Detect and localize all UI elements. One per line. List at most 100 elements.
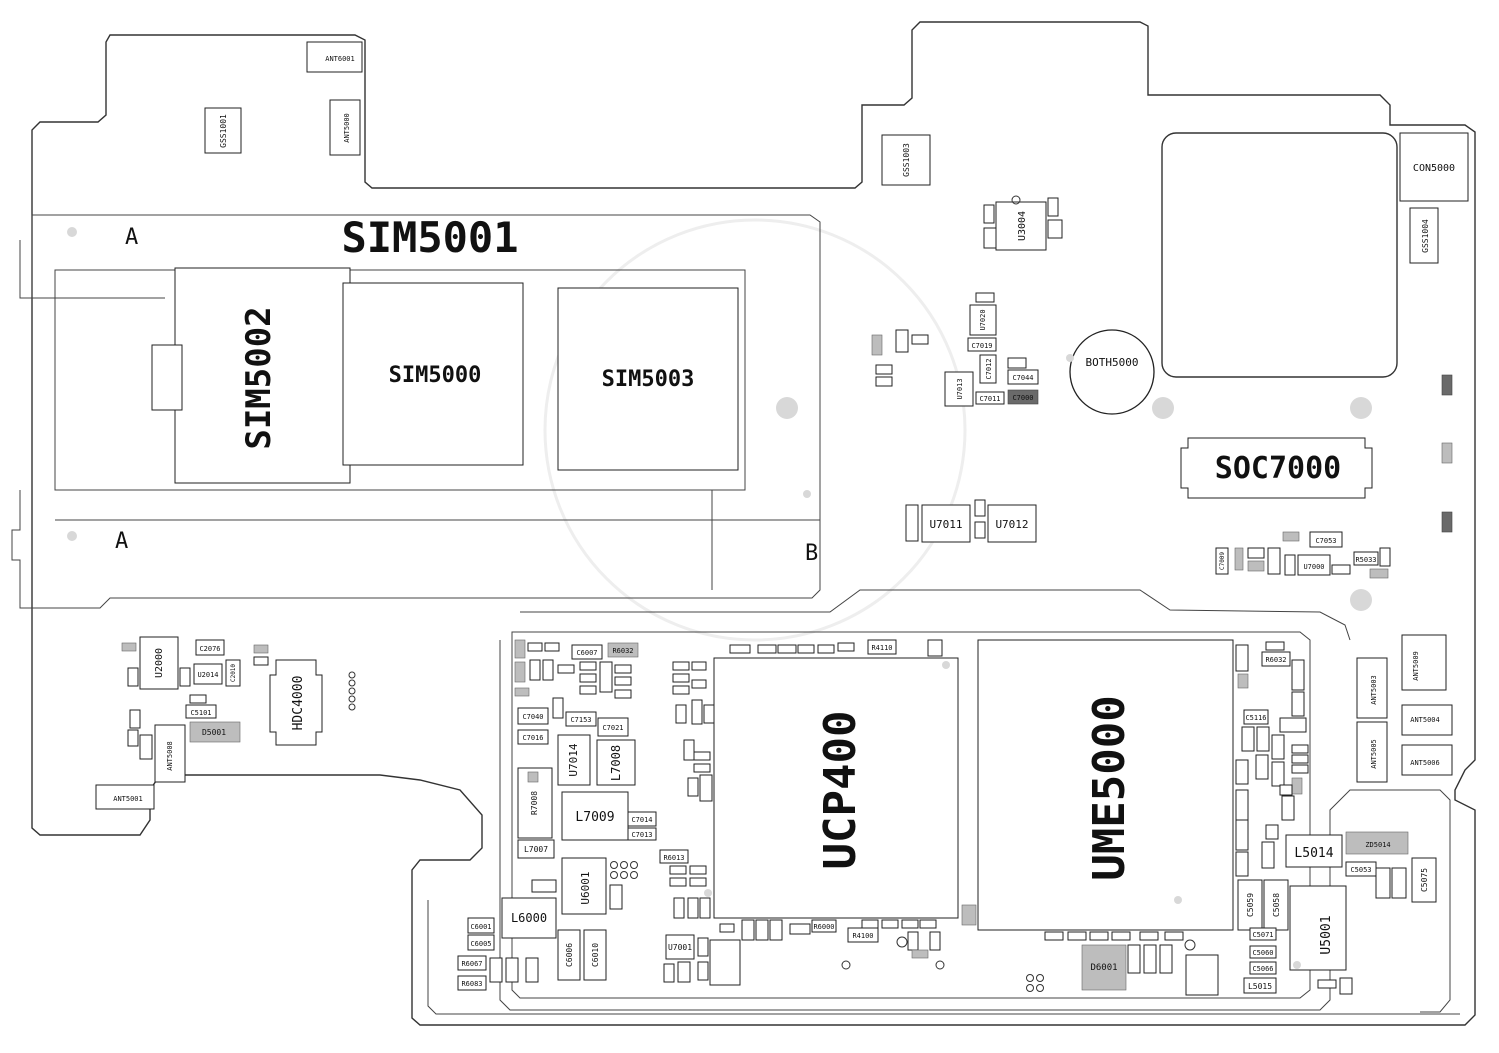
both5000-ring bbox=[1069, 329, 1155, 415]
cap bbox=[1007, 357, 1027, 369]
ant5001-box bbox=[95, 784, 155, 810]
u7000-label: U7000 bbox=[1303, 563, 1324, 571]
r5033-box bbox=[1353, 551, 1379, 566]
c7044-label: C7044 bbox=[1012, 374, 1033, 382]
sim-tray-inner bbox=[54, 269, 746, 491]
l5014-box bbox=[1285, 834, 1343, 868]
l7009-label: L7009 bbox=[575, 810, 614, 825]
c5053-label: C5053 bbox=[1350, 866, 1371, 874]
c7021-box bbox=[597, 717, 629, 737]
shield-frame-3 bbox=[427, 900, 1460, 1015]
cap bbox=[1267, 547, 1281, 575]
pin1-dot bbox=[704, 889, 712, 897]
cap bbox=[253, 656, 269, 666]
pin1-dot bbox=[1293, 961, 1301, 969]
ucp400-chip bbox=[713, 657, 959, 919]
ant5006-box bbox=[1401, 744, 1453, 776]
c7016-box bbox=[517, 729, 549, 745]
mount-hole bbox=[1350, 589, 1372, 611]
pin1-dot bbox=[942, 661, 950, 669]
r6000-label: R6000 bbox=[813, 923, 834, 931]
c7040-box bbox=[517, 707, 549, 725]
pin-dots bbox=[610, 861, 638, 879]
cap bbox=[1284, 554, 1296, 576]
u5001-box bbox=[1289, 885, 1347, 971]
c7000-label: C7000 bbox=[1012, 394, 1033, 402]
d5001-box bbox=[189, 721, 241, 743]
c5059-box bbox=[1237, 879, 1263, 931]
ant5008-box bbox=[154, 724, 186, 783]
ant5003-box bbox=[1356, 657, 1388, 719]
ant5008-label: ANT5008 bbox=[166, 741, 174, 771]
c6010-box bbox=[583, 929, 607, 981]
u7014-box bbox=[557, 734, 591, 786]
ant5005-box bbox=[1356, 721, 1388, 783]
cap bbox=[871, 334, 883, 356]
u7020-label: U7020 bbox=[979, 309, 987, 330]
sim5002-slot bbox=[174, 267, 351, 484]
c7012-label: C7012 bbox=[985, 358, 993, 379]
gss1003-box bbox=[881, 134, 931, 186]
cap bbox=[531, 879, 557, 893]
cap bbox=[1331, 564, 1351, 575]
ant5001-label: ANT5001 bbox=[113, 795, 143, 803]
c7013-label: C7013 bbox=[631, 831, 652, 839]
sim5000-label: SIM5000 bbox=[389, 363, 482, 388]
c7011-box bbox=[975, 391, 1005, 405]
gss1004-label: GSS1004 bbox=[1421, 219, 1430, 253]
sim5001-label: SIM5001 bbox=[341, 213, 518, 262]
mount-hole bbox=[1152, 397, 1174, 419]
u7011-box bbox=[921, 504, 971, 543]
l5015-box bbox=[1243, 977, 1277, 994]
cap bbox=[1317, 979, 1337, 989]
c5116-box bbox=[1243, 709, 1269, 725]
u7001-label: U7001 bbox=[668, 943, 692, 952]
zd5014-box bbox=[1345, 831, 1409, 855]
u7012-label: U7012 bbox=[995, 518, 1028, 531]
cap bbox=[179, 667, 191, 687]
c5101-box bbox=[185, 704, 217, 719]
r7008-label: R7008 bbox=[530, 791, 539, 815]
d6001-label: D6001 bbox=[1090, 963, 1117, 973]
c7153-box bbox=[565, 711, 597, 727]
c5060-box bbox=[1249, 945, 1277, 959]
mount-dot bbox=[803, 490, 811, 498]
c7053-box bbox=[1309, 531, 1343, 548]
cap bbox=[1247, 560, 1265, 572]
inner-outline bbox=[499, 640, 1451, 1013]
u5001-label: U5001 bbox=[1319, 915, 1334, 954]
l7007-label: L7007 bbox=[524, 845, 548, 854]
soc7000-connector bbox=[1180, 437, 1373, 499]
r6032-box bbox=[607, 642, 639, 658]
cap bbox=[911, 334, 929, 345]
c5075-label: C5075 bbox=[1420, 868, 1429, 892]
c5066-label: C5066 bbox=[1252, 965, 1273, 973]
u2014-label: U2014 bbox=[197, 671, 218, 679]
cap bbox=[609, 884, 623, 910]
ume5000-label: UME5000 bbox=[1084, 695, 1135, 880]
marker-b: B bbox=[805, 541, 818, 566]
marker-a-bottom: A bbox=[115, 529, 128, 554]
ant5006-label: ANT5006 bbox=[1410, 759, 1440, 767]
u7001-box bbox=[665, 934, 695, 960]
u2000-label: U2000 bbox=[154, 648, 165, 678]
sim5002-notch bbox=[151, 344, 183, 411]
shield-frame-2 bbox=[511, 631, 1311, 999]
cap-group bbox=[1235, 641, 1407, 899]
cap bbox=[1379, 547, 1391, 567]
shield-frame-1 bbox=[520, 589, 1351, 641]
cap bbox=[1234, 547, 1244, 571]
cap bbox=[983, 227, 997, 249]
c6005-label: C6005 bbox=[470, 940, 491, 948]
cap bbox=[875, 376, 893, 387]
ant5004-box bbox=[1401, 704, 1453, 736]
c5066-box bbox=[1249, 961, 1277, 975]
r6013-box bbox=[659, 849, 689, 864]
r4110-label: R4110 bbox=[871, 644, 892, 652]
r6067-box bbox=[457, 955, 487, 971]
c5053-box bbox=[1345, 861, 1377, 877]
c5101-label: C5101 bbox=[190, 709, 211, 717]
pin1-dot bbox=[1174, 896, 1182, 904]
